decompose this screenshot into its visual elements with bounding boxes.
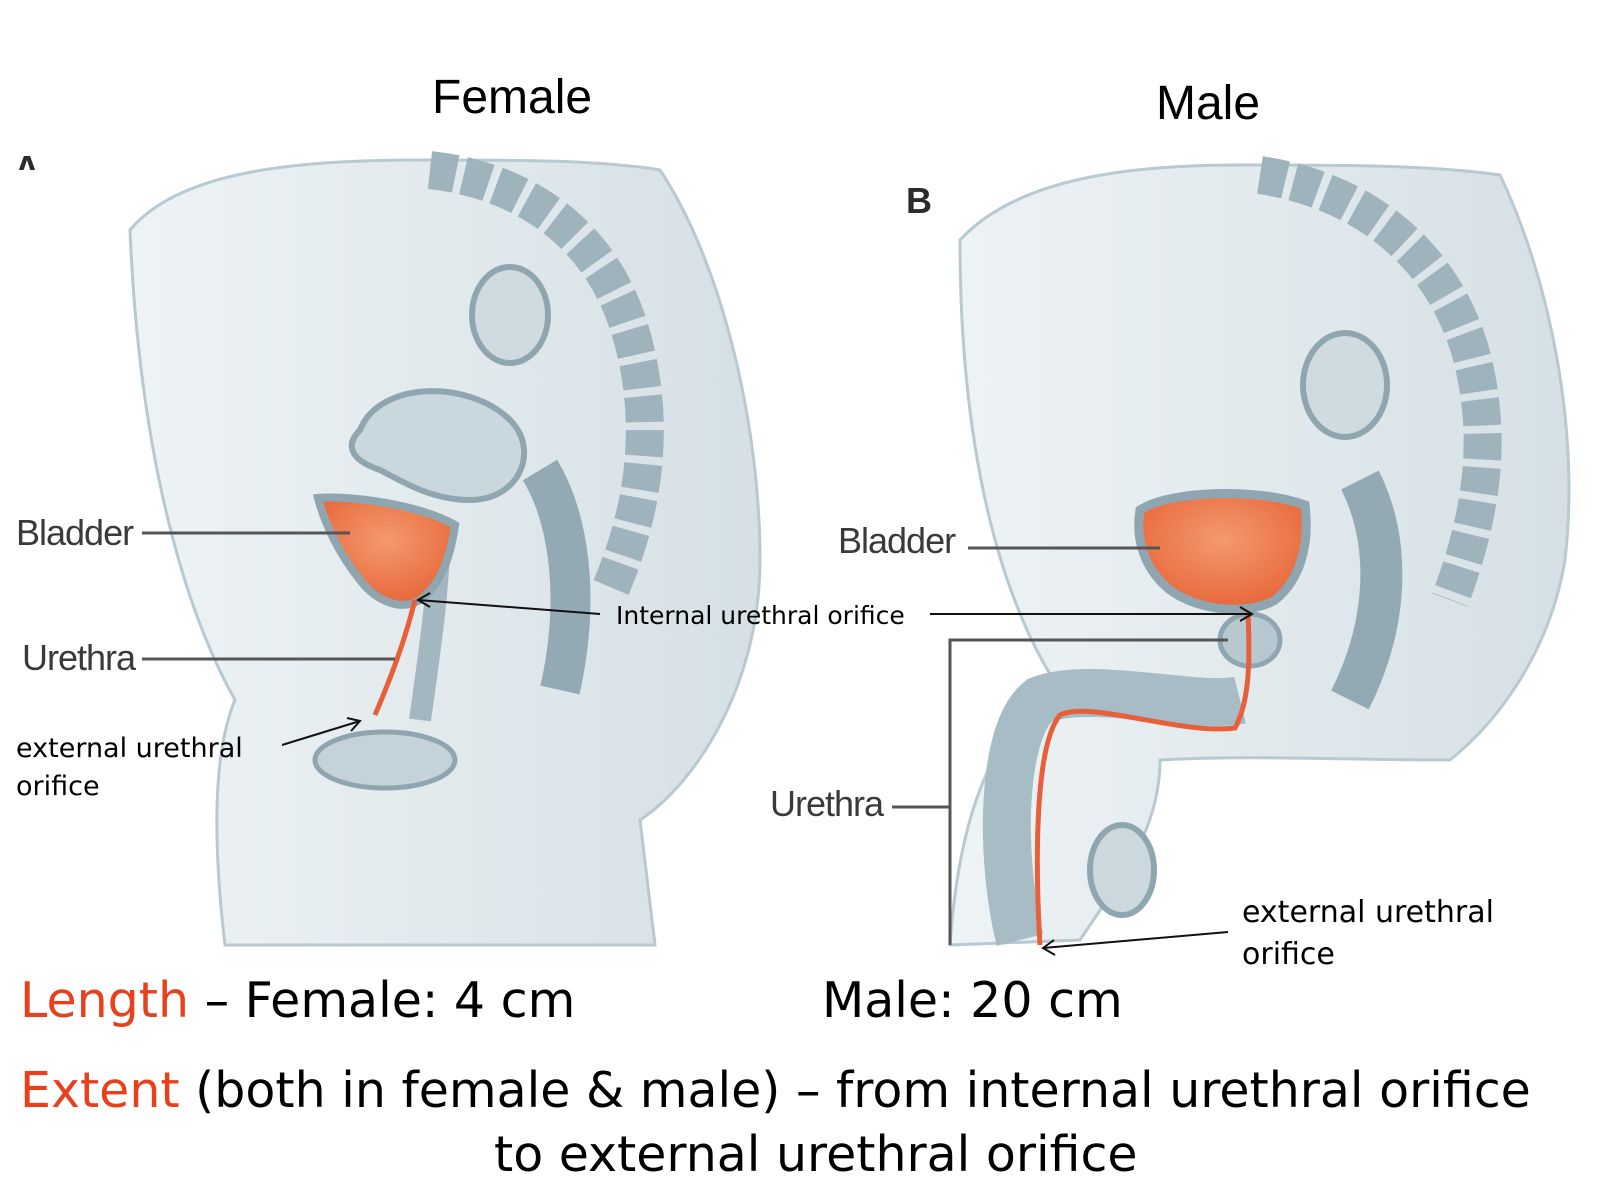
length-term: Length [20,972,190,1029]
extent-line-2: to external urethral orifice [494,1126,1138,1183]
internal-orifice-arrow-female [417,599,601,615]
male-external-arrow [1042,931,1229,949]
male-section-drawing [948,156,1571,947]
internal-orifice-arrowhead-female [416,592,431,608]
male-bladder-label: Bladder [838,520,956,561]
male-spine [1256,156,1502,607]
female-uterus [348,388,528,504]
male-external-arrowhead [1041,939,1056,956]
male-intestine [1300,330,1390,440]
female-urethra-label: Urethra [22,637,136,678]
length-male: Male: 20 cm [822,972,1123,1029]
length-female: – Female: 4 cm [189,972,576,1029]
male-urethra [1034,611,1252,946]
length-line-female: Length – Female: 4 cm [20,972,575,1029]
female-rectum [522,459,591,695]
male-title: Male [1156,77,1261,130]
female-labia [312,729,458,791]
male-panel-letter: B [906,180,932,221]
male-bladder [1134,489,1311,614]
male-testis [1087,822,1157,918]
male-urethra-label: Urethra [770,783,884,824]
extent-term: Extent [20,1062,180,1119]
internal-orifice-arrowhead-male [1239,606,1254,622]
female-intestine [469,264,551,366]
male-rectum [1331,470,1403,710]
extent-line-1: Extent (both in female & male) – from in… [20,1062,1531,1119]
female-external-arrowhead [346,717,362,732]
male-external-orifice-label: external urethral orifice [1242,895,1494,972]
female-spine [427,151,664,598]
arrows [281,592,1254,956]
female-external-arrow [281,720,361,746]
male-urethra-bracket [948,638,1228,945]
female-external-orifice-label: external urethral orifice [16,733,243,802]
female-panel-letter: A [14,148,40,170]
internal-orifice-label: Internal urethral orifice [616,601,905,630]
female-urethra [372,599,418,716]
female-title: Female [432,71,593,124]
female-section-drawing [128,151,762,947]
leader-lines [142,531,1228,945]
male-penis [982,668,1246,946]
extent-rest: (both in female & male) – from internal … [179,1062,1531,1119]
female-bladder-label: Bladder [16,512,134,553]
